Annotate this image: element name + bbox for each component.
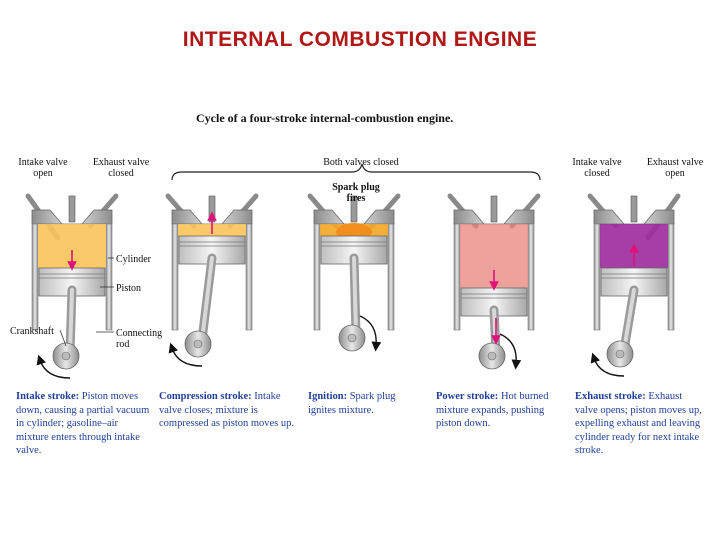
label-exhaust-valve-closed: Exhaust valve closed [92,157,150,179]
label-crankshaft: Crankshaft [10,326,54,337]
crankshaft-hub [347,333,357,343]
label-connecting-rod: Connecting rod [116,328,163,350]
label-cylinder: Cylinder [116,254,151,265]
cylinder-wall-left [453,223,461,331]
cylinder-wall-left [171,223,179,331]
engine-ignition [307,193,401,352]
crankshaft-hub [61,351,71,361]
caption-intake-stroke: Intake stroke: Piston moves down, causin… [16,391,150,456]
cylinder-wall-left [313,223,321,331]
spark-plug [68,195,76,223]
cylinder-wall-left [31,223,39,331]
slide-title: INTERNAL COMBUSTION ENGINE [182,28,538,51]
spark-plug [630,195,638,223]
caption-ignition: Ignition: Spark plug ignites mixture. [308,391,396,416]
cylinder-wall-right [527,223,535,331]
connecting-rod-highlight [68,288,74,354]
rotation-arrow [359,315,382,352]
engine-intake [25,193,119,379]
cylinder-wall-right [245,223,253,331]
rotation-arrow [168,342,203,367]
cylinder-wall-left [593,223,601,331]
rotation-arrow [499,333,522,370]
crankshaft-hub [193,339,203,349]
spark-plug [490,195,498,223]
connecting-rod-highlight [622,288,636,352]
engine-compression [165,193,259,367]
label-piston: Piston [116,283,142,294]
caption-compression-stroke: Compression stroke: Intake valve closes;… [159,391,295,429]
caption-power-stroke: Power stroke: Hot burned mixture expands… [436,391,549,429]
rotation-arrow [36,354,71,379]
connecting-rod-highlight [352,256,358,336]
label-intake-valve-open: Intake valve open [18,157,68,179]
spark-plug [350,195,358,223]
label-spark-plug-fires: Spark plug fires [332,182,380,204]
crankshaft-hub [487,351,497,361]
rotation-arrow [590,352,625,377]
engine-power [447,193,541,370]
label-intake-valve-closed: Intake valve closed [572,157,622,179]
connecting-rod-highlight [200,256,214,342]
figure-title: Cycle of a four-stroke internal-combusti… [196,111,454,125]
cylinder-wall-right [667,223,675,331]
cylinder-wall-right [105,223,113,331]
label-leader-line [59,329,67,347]
label-exhaust-valve-open: Exhaust valve open [646,157,704,179]
crankshaft-hub [615,349,625,359]
engine-exhaust [587,193,681,377]
caption-exhaust-stroke: Exhaust stroke: Exhaust valve opens; pis… [575,391,702,456]
cylinder-wall-right [387,223,395,331]
both-valves-brace [171,163,541,181]
label-both-valves-closed: Both valves closed [323,157,399,168]
